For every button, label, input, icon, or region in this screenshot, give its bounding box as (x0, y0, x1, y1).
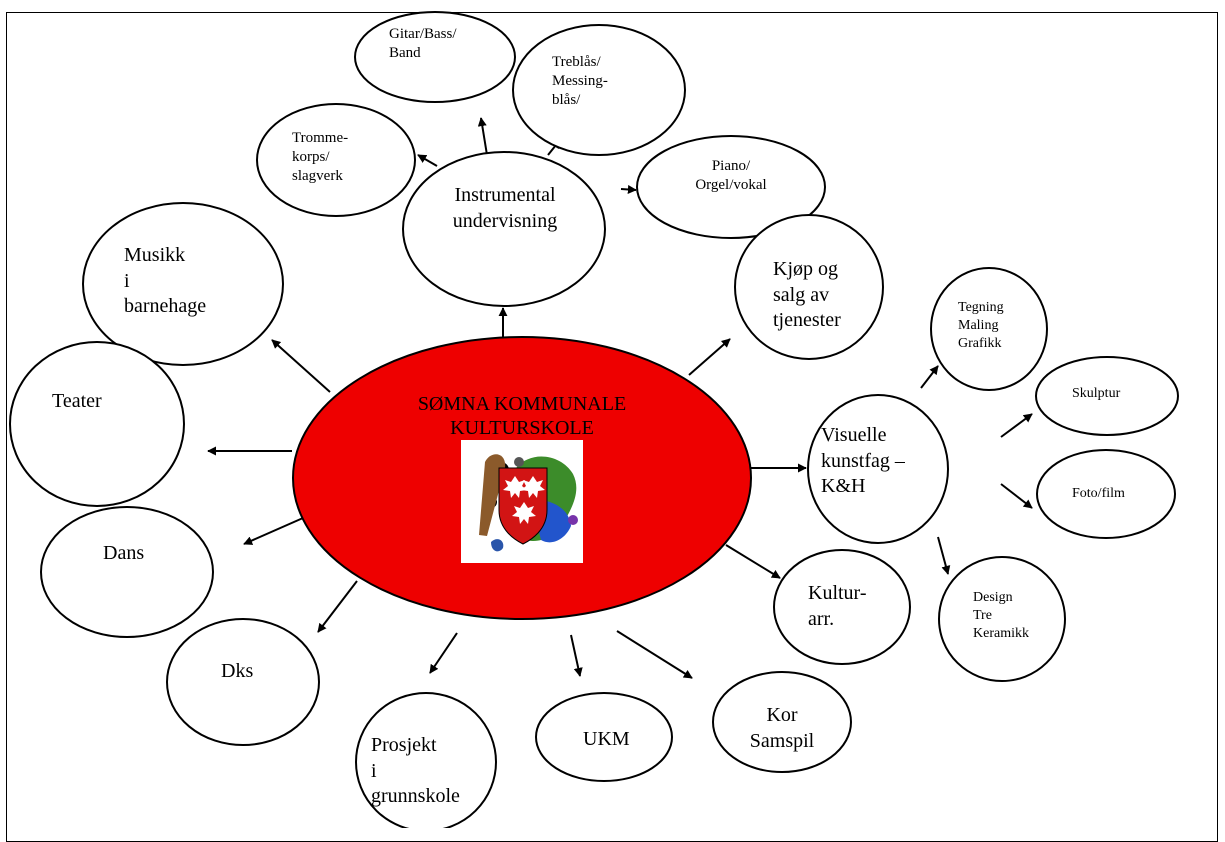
arrow-to-prosjekt (429, 632, 458, 674)
node-kor (712, 671, 852, 773)
label-gitar: Gitar/Bass/ Band (389, 26, 457, 62)
arrow-to-dans (243, 517, 304, 545)
label-trebl: Treblås/ Messing- blås/ (552, 54, 608, 109)
label-prosjekt: Prosjekt i grunnskole (371, 734, 460, 808)
label-foto: Foto/film (1072, 486, 1125, 501)
kulturskole-logo (461, 440, 583, 563)
arrow-to-design (937, 536, 951, 575)
arrow-to-kultur (725, 544, 781, 579)
label-piano: Piano/ Orgel/vokal (695, 158, 767, 194)
label-musikk: Musikk i barnehage (124, 244, 207, 318)
label-tegning: Tegning Maling Grafikk (958, 300, 1004, 351)
node-dks (166, 618, 320, 746)
center-title: SØMNA KOMMUNALE KULTURSKOLE (417, 393, 627, 439)
node-trebl (512, 24, 686, 156)
arrow-to-kor (616, 630, 693, 679)
label-skulptur: Skulptur (1072, 386, 1121, 401)
label-teater: Teater (52, 390, 102, 412)
arrow-to-foto (1000, 483, 1033, 509)
node-foto (1036, 449, 1176, 539)
node-tegning (930, 267, 1048, 391)
arrow-to-tromme (417, 154, 438, 167)
arrow-to-kjop (688, 338, 731, 376)
label-visuelle: Visuelle kunstfag – K&H (821, 424, 905, 498)
node-design (938, 556, 1066, 682)
label-ukm: UKM (583, 728, 630, 750)
arrow-to-musikk (271, 339, 331, 393)
node-tromme (256, 103, 416, 217)
arrow-to-piano (620, 184, 637, 194)
label-dks: Dks (221, 660, 254, 682)
label-tromme: Tromme- korps/ slagverk (292, 130, 349, 185)
node-musikk (82, 202, 284, 366)
node-skulptur (1035, 356, 1179, 436)
arrow-to-ukm (570, 634, 583, 677)
label-design: Design Tre Keramikk (973, 590, 1029, 641)
node-instrumental (402, 151, 606, 307)
label-instrumental: Instrumental undervisning (452, 184, 558, 232)
node-kjop (734, 214, 884, 360)
arrow-to-gitar (477, 117, 488, 156)
node-visuelle (807, 394, 949, 544)
node-piano (636, 135, 826, 239)
label-kjop: Kjøp og salg av tjenester (773, 258, 841, 332)
arrow-to-dks (317, 580, 358, 633)
arrow-to-tegning (920, 365, 939, 389)
node-ukm (535, 692, 673, 782)
label-dans: Dans (103, 542, 145, 564)
label-kor: Kor Samspil (749, 704, 815, 752)
node-gitar (354, 11, 516, 103)
node-dans (40, 506, 214, 638)
node-teater (9, 341, 185, 507)
coat-of-arms-icon (479, 454, 578, 552)
label-kultur: Kultur- arr. (808, 582, 867, 630)
node-prosjekt (355, 692, 497, 828)
arrow-to-skulptur (1000, 413, 1033, 438)
node-kultur (773, 549, 911, 665)
